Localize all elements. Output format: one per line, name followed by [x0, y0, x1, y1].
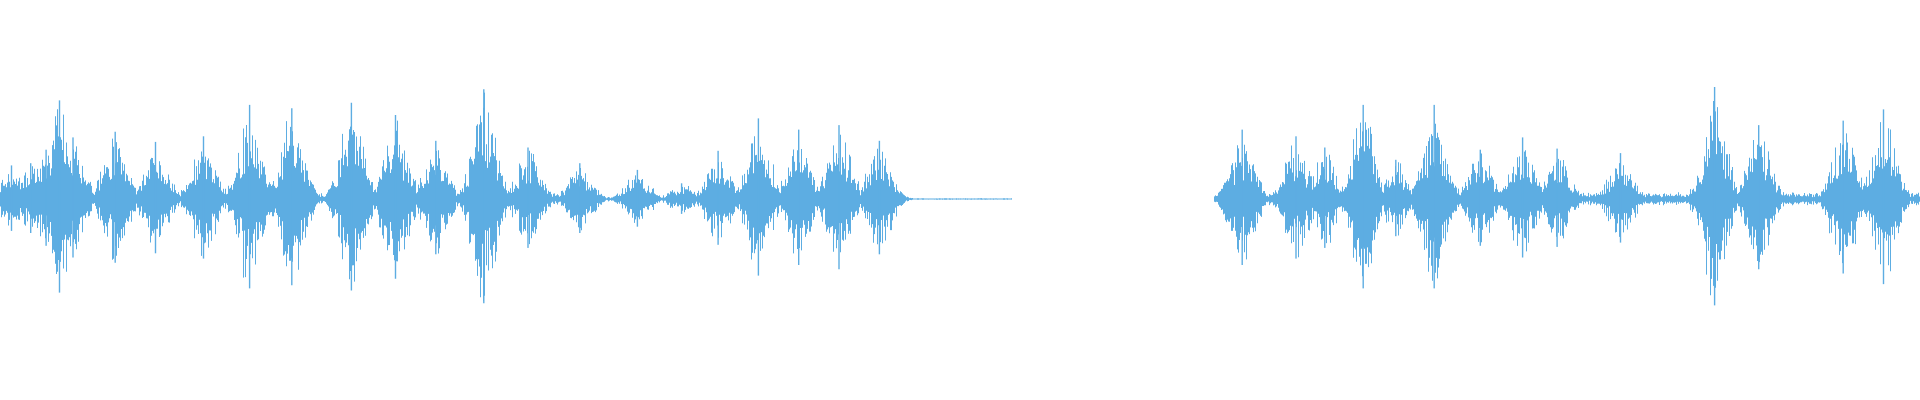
waveform-body: [0, 92, 1920, 302]
waveform-peaks: [10, 87, 1885, 306]
waveform-bars: [0, 92, 1920, 302]
